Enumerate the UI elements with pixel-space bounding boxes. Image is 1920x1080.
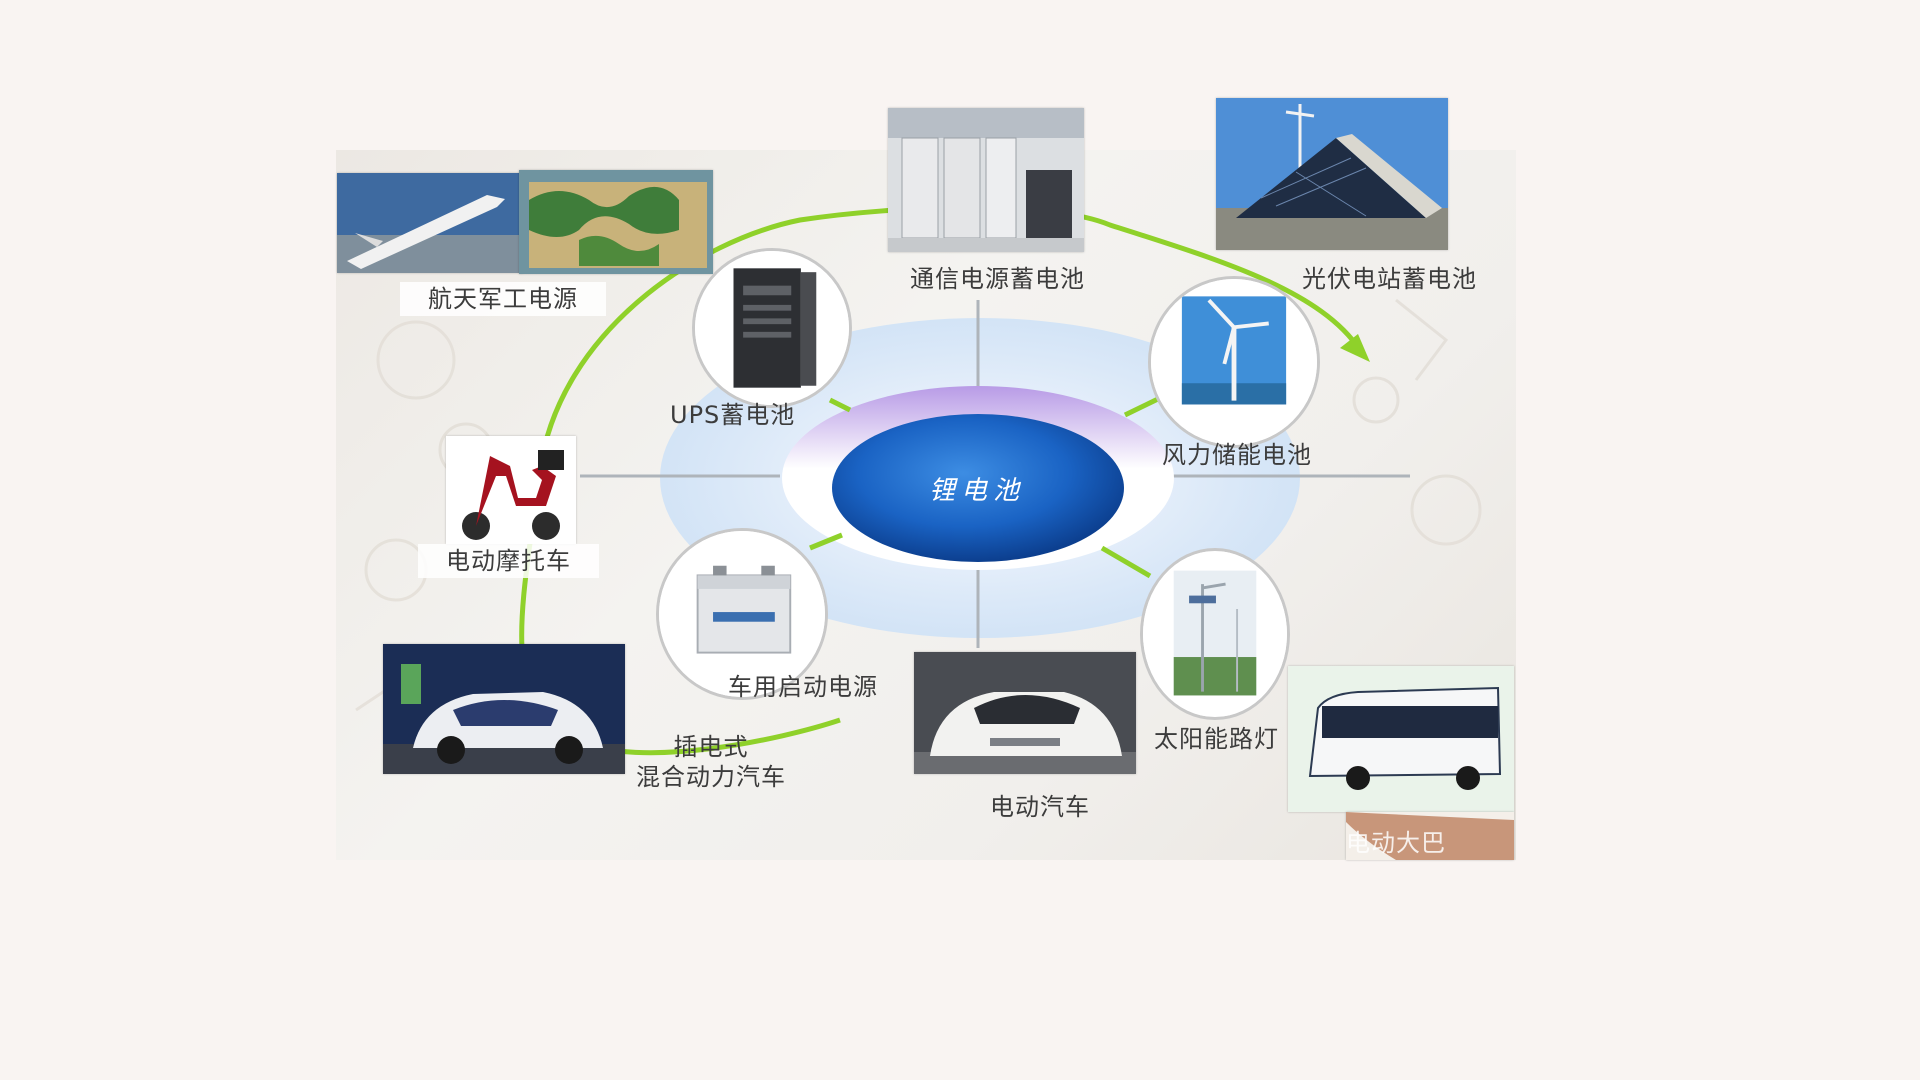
e-motorcycle-photo (446, 436, 576, 544)
hand-icon (1346, 812, 1514, 860)
solar-lamp-circle (1140, 548, 1290, 720)
wind-circle (1148, 276, 1320, 448)
e-bus-label: 电动大巴 (1346, 829, 1446, 857)
camouflage-container-icon (519, 170, 713, 274)
hybrid-car-icon (383, 644, 625, 774)
ups-circle (692, 248, 852, 408)
solar-station-photo (1216, 98, 1448, 250)
green-flow-arc (519, 205, 1363, 743)
e-motorcycle-label: 电动摩托车 (418, 544, 599, 578)
scooter-icon (446, 436, 576, 544)
hand-photo (1346, 812, 1514, 860)
missile-icon (337, 173, 523, 273)
military-battery-photo (519, 170, 713, 274)
car-starter-circle (656, 528, 828, 700)
aerospace-photo (337, 173, 523, 273)
telecom-label: 通信电源蓄电池 (910, 265, 1085, 293)
car-battery-icon (659, 531, 825, 697)
phev-photo (383, 644, 625, 774)
aerospace-label: 航天军工电源 (400, 282, 606, 316)
center-core (832, 414, 1124, 562)
phev-label: 插电式 混合动力汽车 (636, 732, 786, 792)
server-room-icon (888, 108, 1084, 252)
ev-label: 电动汽车 (990, 793, 1090, 821)
wind-turbine-icon (1151, 279, 1317, 445)
phev-label-line2: 混合动力汽车 (636, 763, 786, 791)
spoke-starter (809, 532, 843, 551)
spoke-wind (1123, 395, 1162, 418)
car-starter-label: 车用启动电源 (728, 673, 878, 701)
e-bus-photo (1288, 666, 1514, 812)
arrow-head (1340, 334, 1370, 362)
electric-bus-icon (1288, 666, 1514, 812)
ev-photo (914, 652, 1136, 774)
telecom-photo (888, 108, 1084, 252)
solar-station-label: 光伏电站蓄电池 (1302, 265, 1477, 293)
electric-car-icon (914, 652, 1136, 774)
spoke-lamp (1100, 545, 1152, 579)
solar-panel-icon (1216, 98, 1448, 250)
street-lamp-icon (1143, 551, 1287, 717)
solar-lamp-label: 太阳能路灯 (1154, 725, 1279, 753)
center-label: 锂电池 (928, 476, 1025, 506)
phev-label-line1: 插电式 (673, 733, 749, 761)
spoke-ups (828, 397, 852, 413)
wind-label: 风力储能电池 (1162, 441, 1312, 469)
ups-label: UPS蓄电池 (670, 401, 796, 429)
ups-cabinet-icon (695, 251, 849, 405)
